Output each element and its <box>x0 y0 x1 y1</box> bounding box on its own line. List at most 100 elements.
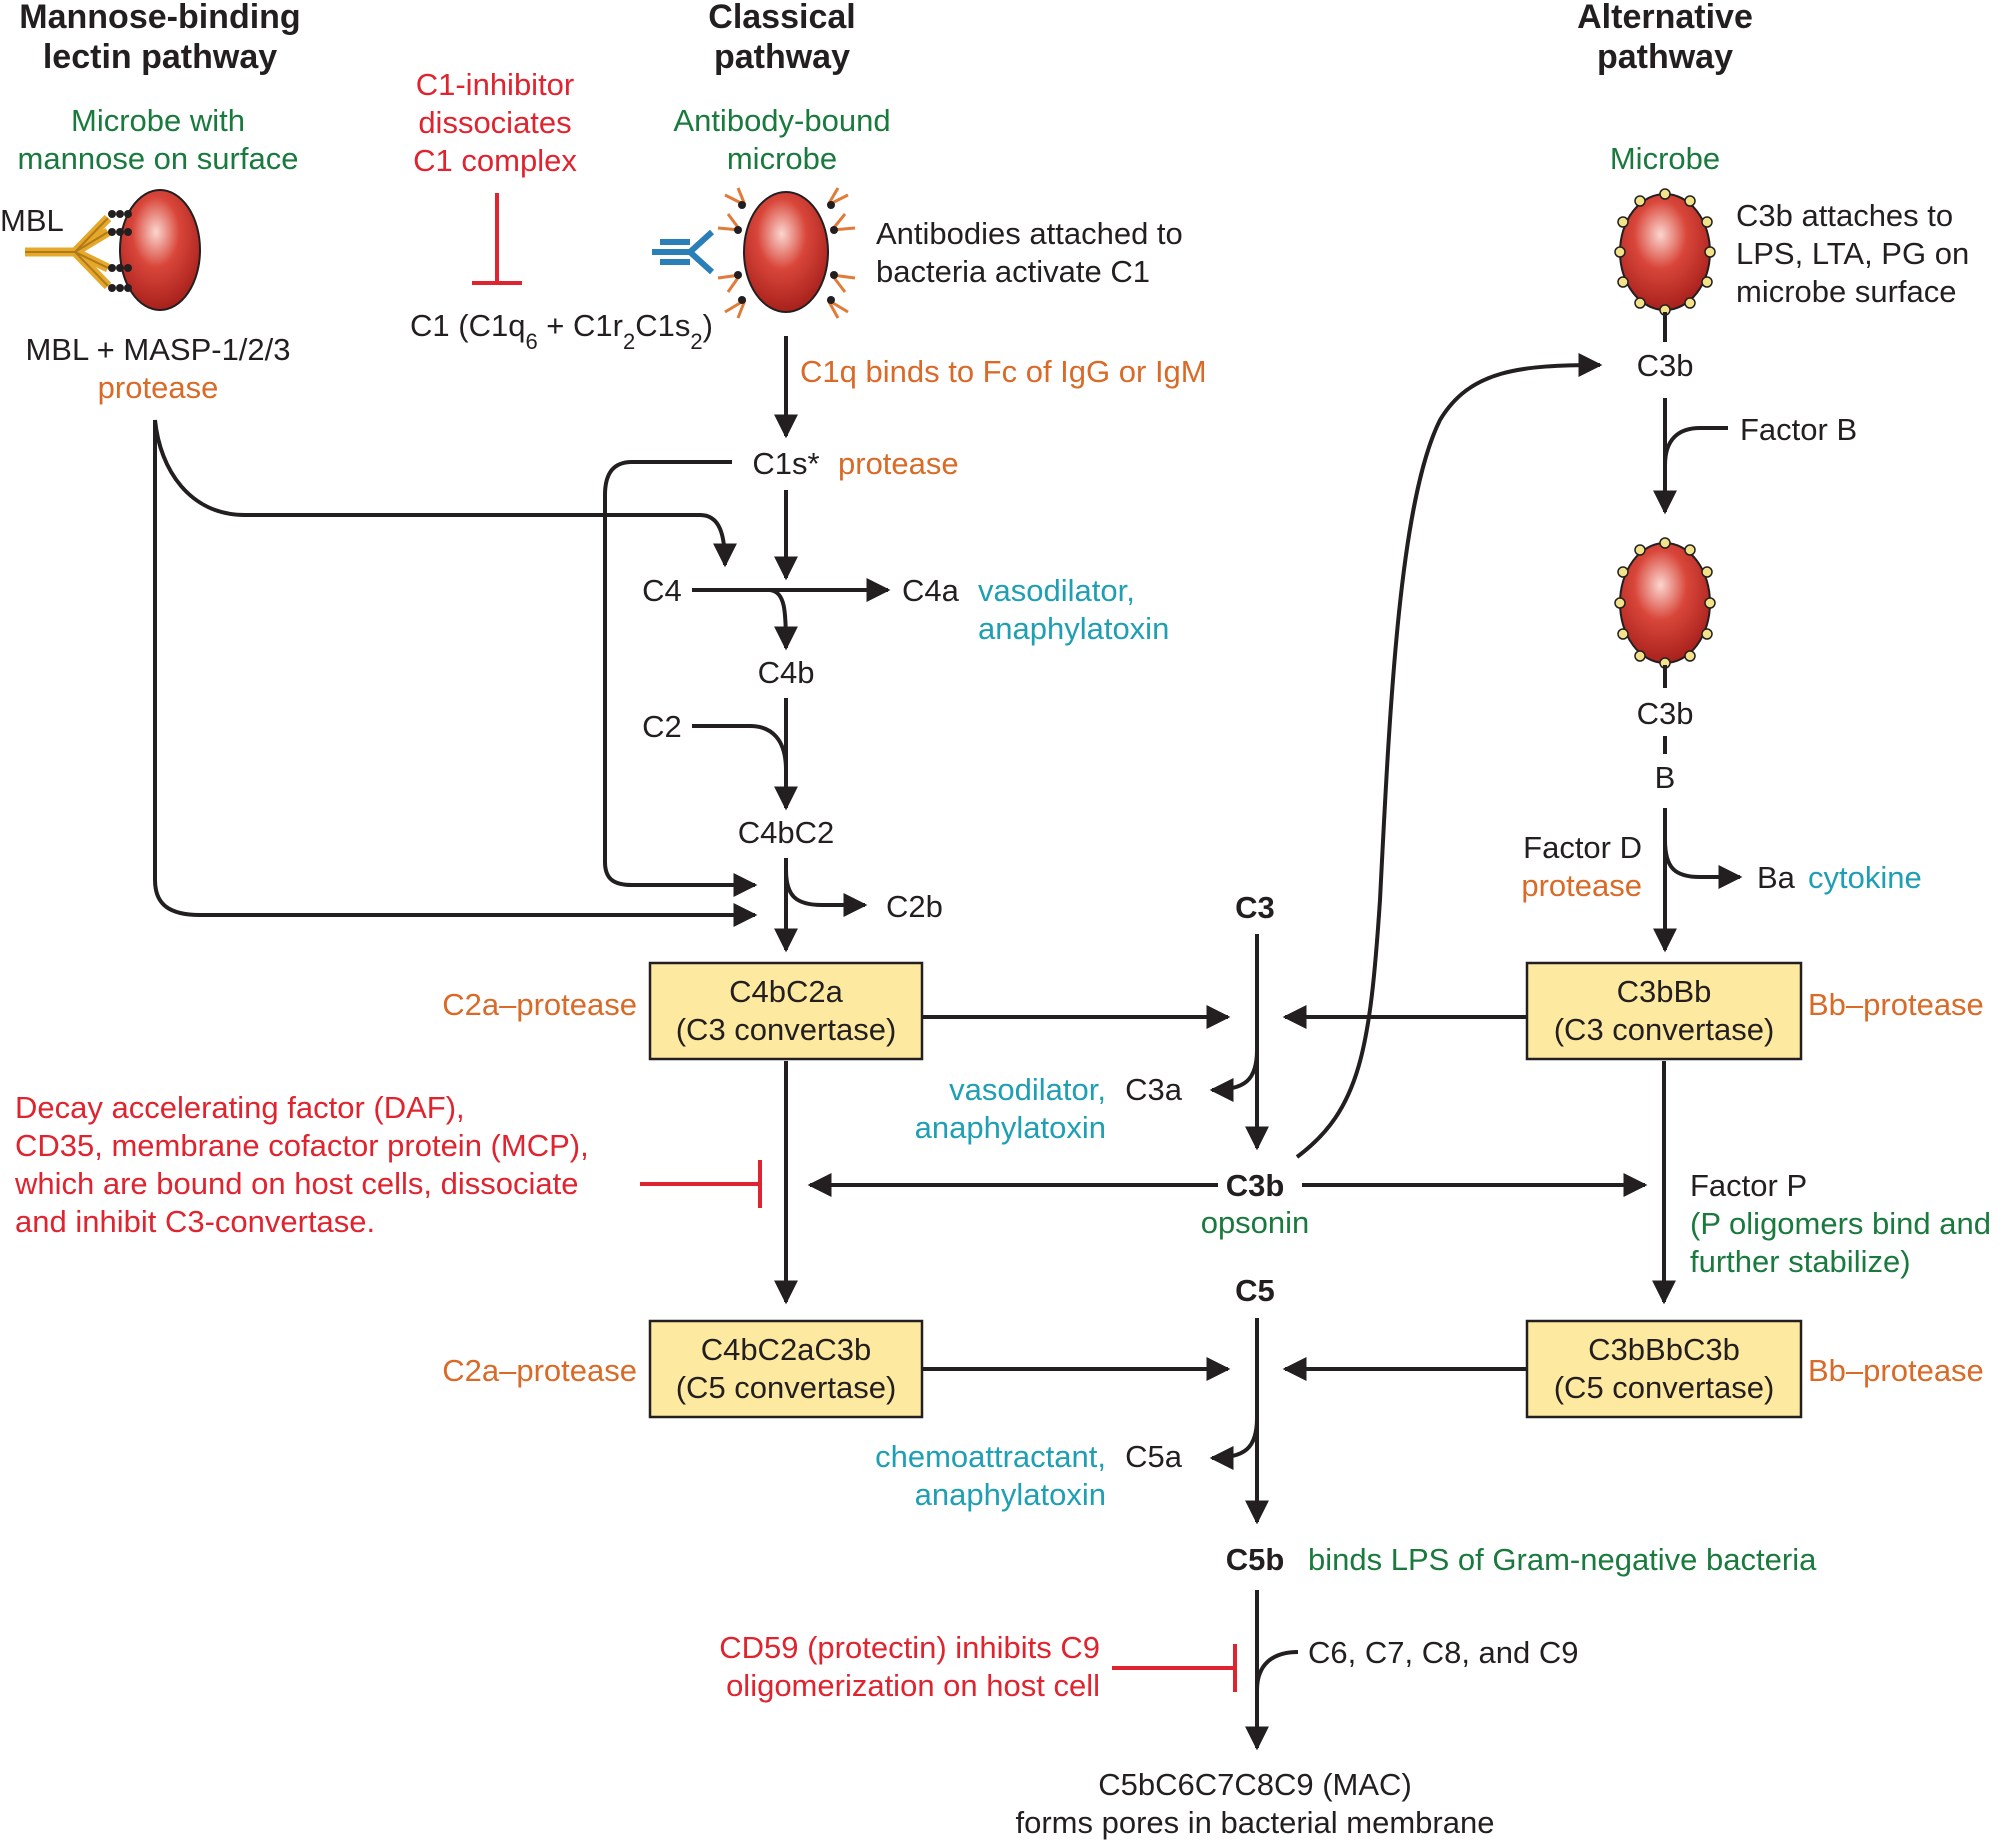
c5a-role-1: chemoattractant, <box>875 1439 1106 1474</box>
opsonin-label: opsonin <box>1201 1205 1310 1240</box>
c1-inhibitor-3: C1 complex <box>413 143 577 178</box>
arrow-c2-join <box>692 724 788 771</box>
header-alternative-2: pathway <box>1597 38 1733 76</box>
factor-p-label: Factor P <box>1690 1168 1807 1203</box>
alt-microbe-icon <box>1614 188 1716 316</box>
header-lectin-1: Mannose-binding <box>19 0 300 36</box>
daf-inhibit-bar <box>640 1160 762 1208</box>
daf-4: and inhibit C3-convertase. <box>15 1204 375 1239</box>
c5-convertase-alt-protease: Bb–protease <box>1808 1353 1984 1388</box>
classical-microbe-2: microbe <box>727 141 837 176</box>
c4a-role-1: vasodilator, <box>978 573 1135 608</box>
alt-c3b-label: C3b <box>1637 348 1694 383</box>
factor-d-label: Factor D <box>1523 830 1642 865</box>
antibodies-text-2: bacteria activate C1 <box>876 254 1150 289</box>
c5b-label: C5b <box>1226 1542 1285 1577</box>
c3b-attach-1: C3b attaches to <box>1736 198 1953 233</box>
c4bc2-label: C4bC2 <box>738 815 835 850</box>
c6-c9-label: C6, C7, C8, and C9 <box>1308 1635 1579 1670</box>
c1-inhibitor-bar <box>472 193 522 285</box>
c1-inhibitor-2: dissociates <box>418 105 571 140</box>
c2-label: C2 <box>642 709 682 744</box>
c3a-label: C3a <box>1125 1072 1183 1107</box>
cd59-inhibit-bar <box>1112 1644 1237 1692</box>
c3-label: C3 <box>1235 890 1275 925</box>
c3-convertase-alt-box <box>1525 961 1803 1061</box>
c1-complex: C1 (C1q6 + C1r2C1s2) <box>410 308 713 354</box>
c5-convertase-classical-1: C4bC2aC3b <box>701 1332 872 1367</box>
lectin-microbe-2: mannose on surface <box>18 141 299 176</box>
c5-convertase-classical-protease: C2a–protease <box>442 1353 637 1388</box>
lectin-microbe-icon <box>119 189 201 311</box>
alt-microbe2-icon <box>1614 537 1716 669</box>
c1q-binding: C1q binds to Fc of IgG or IgM <box>800 354 1207 389</box>
lectin-microbe-1: Microbe with <box>71 103 245 138</box>
c4a-label: C4a <box>902 573 960 608</box>
c3a-role-1: vasodilator, <box>949 1072 1106 1107</box>
mbl-protease: protease <box>98 370 219 405</box>
c3-convertase-classical-2: (C3 convertase) <box>676 1012 897 1047</box>
daf-1: Decay accelerating factor (DAF), <box>15 1090 465 1125</box>
c3-convertase-alt-protease: Bb–protease <box>1808 987 1984 1022</box>
mbl-label: MBL <box>0 203 64 238</box>
classical-microbe-1: Antibody-bound <box>673 103 890 138</box>
arrow-factor-b-join <box>1663 426 1728 466</box>
c5a-label: C5a <box>1125 1439 1183 1474</box>
arrow-c3b-to-microbe <box>1295 353 1603 1159</box>
alt-b-label: B <box>1655 760 1676 795</box>
factor-b-label: Factor B <box>1740 412 1857 447</box>
antibody-microbe-icon <box>652 187 856 319</box>
c3-convertase-alt-1: C3bBb <box>1617 974 1712 1009</box>
ba-label: Ba <box>1757 860 1796 895</box>
arrow-to-c5a <box>1209 1417 1259 1470</box>
c4b-label: C4b <box>758 655 815 690</box>
arrow-to-c3a <box>1209 1049 1259 1102</box>
c3-convertase-classical-protease: C2a–protease <box>442 987 637 1022</box>
c5-convertase-alt-2: (C5 convertase) <box>1554 1370 1775 1405</box>
alt-microbe-label: Microbe <box>1610 141 1720 176</box>
c4a-role-2: anaphylatoxin <box>978 611 1169 646</box>
c5-convertase-classical-2: (C5 convertase) <box>676 1370 897 1405</box>
arrow-to-c2b <box>784 869 868 917</box>
arrow-c4-to-c4b <box>769 588 798 651</box>
c4-label: C4 <box>642 573 682 608</box>
c3-convertase-classical-1: C4bC2a <box>729 974 843 1009</box>
c3-convertase-classical-box <box>648 961 924 1061</box>
c1-inhibitor-1: C1-inhibitor <box>416 67 575 102</box>
mbl-icon <box>25 210 132 292</box>
c3a-role-2: anaphylatoxin <box>915 1110 1106 1145</box>
factor-d-protease: protease <box>1521 868 1642 903</box>
factor-p-role-1: (P oligomers bind and <box>1690 1206 1991 1241</box>
daf-2: CD35, membrane cofactor protein (MCP), <box>15 1128 589 1163</box>
header-alternative-1: Alternative <box>1577 0 1753 36</box>
header-classical-2: pathway <box>714 38 850 76</box>
c1s-label: C1s* <box>752 446 819 481</box>
antibodies-text-1: Antibodies attached to <box>876 216 1183 251</box>
alt-c3b2-label: C3b <box>1637 696 1694 731</box>
arrow-to-ba <box>1663 839 1743 889</box>
mac-1: C5bC6C7C8C9 (MAC) <box>1098 1767 1412 1802</box>
c5-convertase-alt-box <box>1525 1319 1803 1419</box>
c5-convertase-alt-1: C3bBbC3b <box>1588 1332 1740 1367</box>
c3b-attach-2: LPS, LTA, PG on <box>1736 236 1969 271</box>
c3b-center-label: C3b <box>1226 1168 1285 1203</box>
cd59-2: oligomerization on host cell <box>726 1668 1100 1703</box>
c5b-role: binds LPS of Gram-negative bacteria <box>1308 1542 1817 1577</box>
arrow-lectin-to-c4 <box>153 419 737 568</box>
header-lectin-2: lectin pathway <box>43 38 277 76</box>
c3b-attach-3: microbe surface <box>1736 274 1957 309</box>
c1s-protease: protease <box>838 446 959 481</box>
mbl-complex: MBL + MASP-1/2/3 <box>25 332 290 367</box>
header-classical-1: Classical <box>708 0 855 36</box>
factor-p-role-2: further stabilize) <box>1690 1244 1911 1279</box>
c5a-role-2: anaphylatoxin <box>915 1477 1106 1512</box>
daf-3: which are bound on host cells, dissociat… <box>14 1166 579 1201</box>
mac-2: forms pores in bacterial membrane <box>1016 1805 1495 1840</box>
ba-role: cytokine <box>1808 860 1922 895</box>
arrow-c6-9-join <box>1255 1650 1299 1691</box>
cd59-1: CD59 (protectin) inhibits C9 <box>719 1630 1100 1665</box>
arrow-c1s-to-c3conv <box>603 460 758 897</box>
c2b-label: C2b <box>886 889 943 924</box>
c5-convertase-classical-box <box>648 1319 924 1419</box>
